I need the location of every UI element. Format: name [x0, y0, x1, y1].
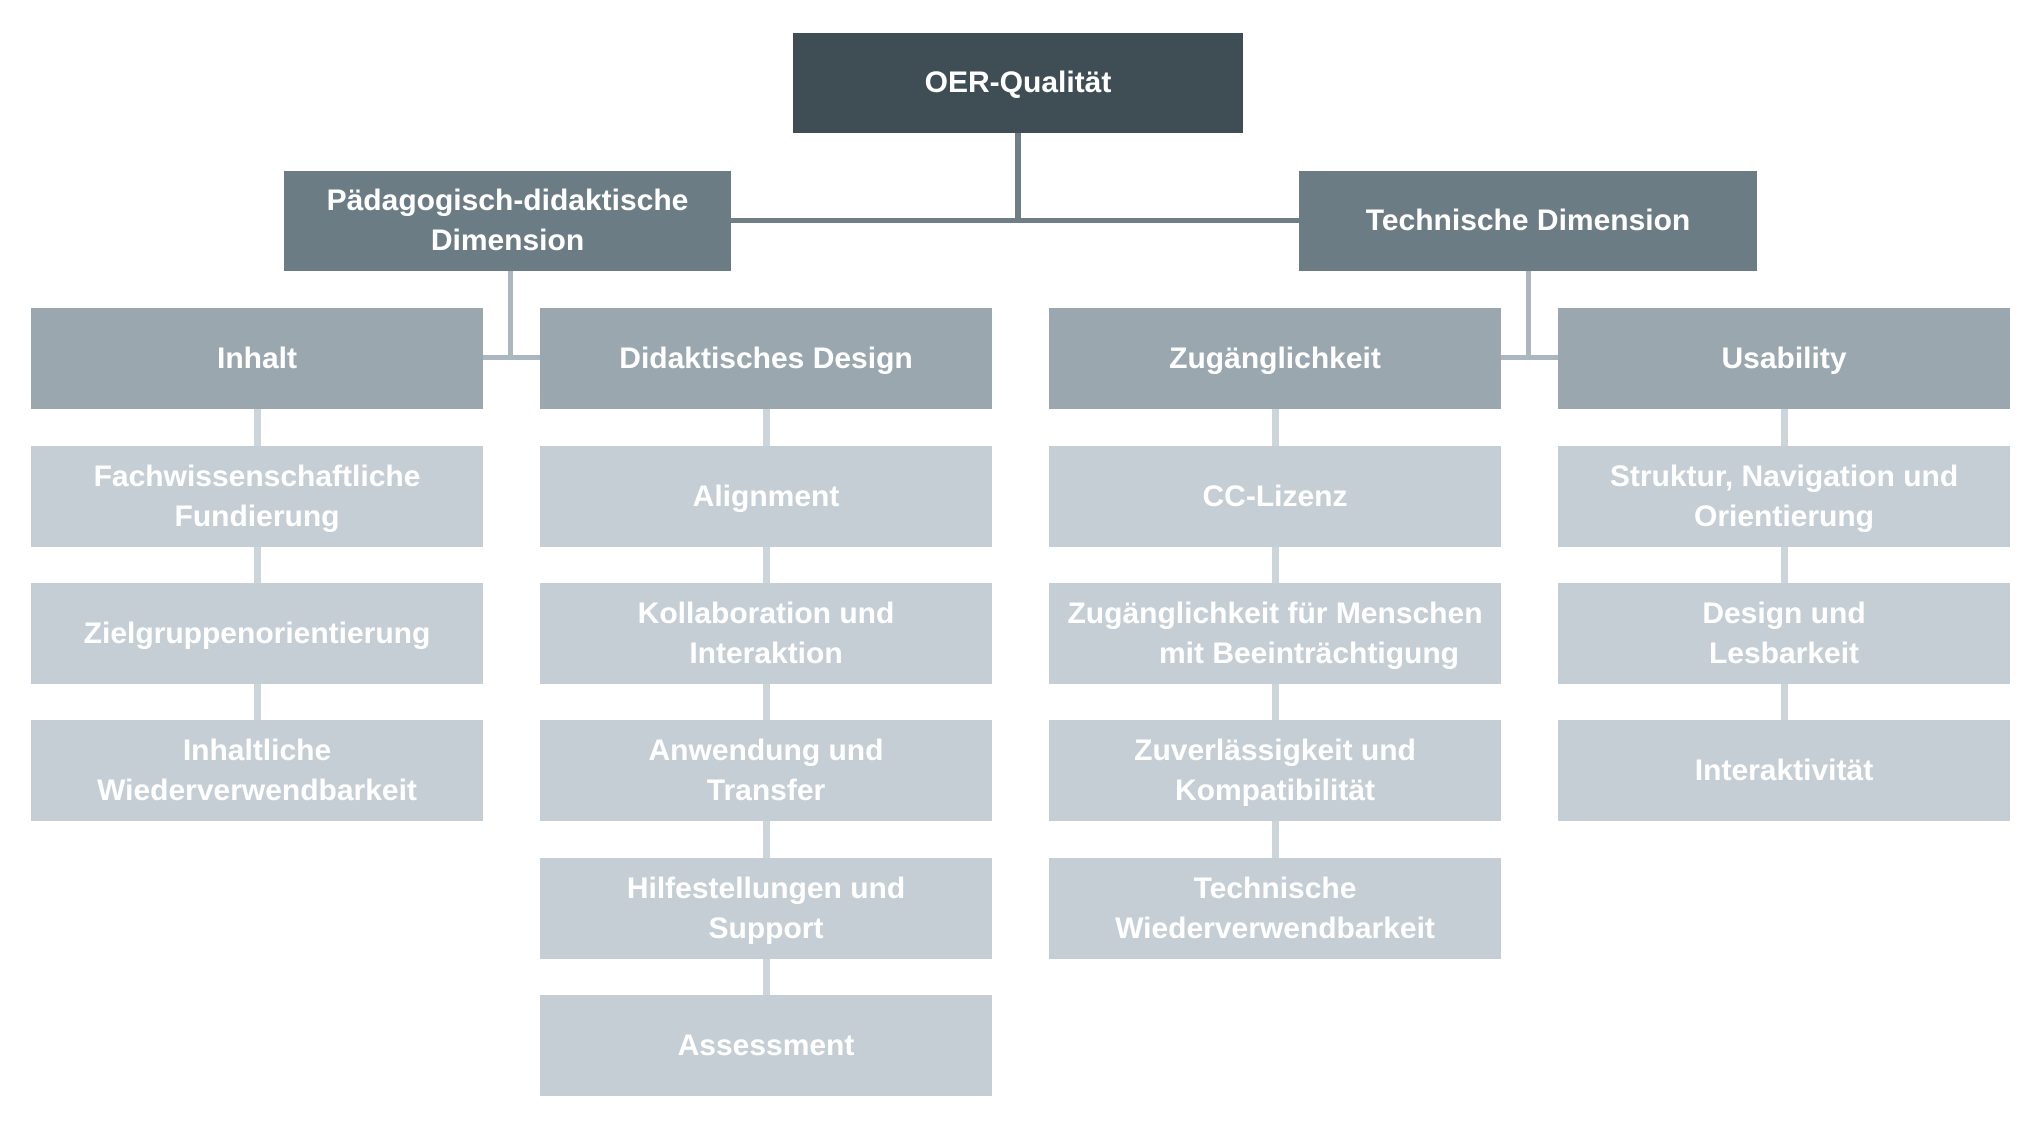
- leaf-label-line: Lesbarkeit: [1708, 636, 1860, 670]
- connector-col4-stub: [1781, 684, 1788, 720]
- dimension-label-line: Pädagogisch-didaktische: [326, 184, 689, 217]
- leaf-label-line: Assessment: [677, 1028, 855, 1062]
- leaf-label-line: Zielgruppenorientierung: [83, 616, 431, 650]
- connector-col1-stub: [254, 409, 261, 446]
- leaf-label-line: Interaktivität: [1694, 753, 1874, 787]
- leaf-node-alignment: Alignment: [540, 446, 992, 547]
- leaf-node-hilfestellungen-und-support: Hilfestellungen und Support: [540, 858, 992, 959]
- leaf-label-line: Interaktion: [689, 636, 843, 670]
- connector-col2-stub: [763, 409, 770, 446]
- dimension-label-line: Dimension: [430, 224, 585, 257]
- leaf-label-line: Fachwissenschaftliche: [93, 459, 421, 493]
- leaf-label-line: Hilfestellungen und: [626, 871, 906, 905]
- connector-root-vertical: [1015, 133, 1021, 222]
- leaf-node-zugaenglichkeit-fuer-menschen: Zugänglichkeit für Menschen mit Beeinträ…: [1049, 583, 1501, 684]
- leaf-label-line: mit Beeinträchtigung: [1158, 636, 1459, 670]
- leaf-node-anwendung-und-transfer: Anwendung und Transfer: [540, 720, 992, 821]
- connector-paed-headers-horizontal: [483, 355, 540, 360]
- root-node-label: OER-Qualität: [924, 66, 1112, 99]
- connector-col3-stub: [1272, 821, 1279, 858]
- category-node-usability: Usability: [1558, 308, 2010, 409]
- leaf-label-line: Orientierung: [1693, 499, 1874, 533]
- dimension-label-line: Technische Dimension: [1365, 204, 1691, 237]
- leaf-label-line: Inhaltliche: [182, 733, 332, 767]
- leaf-label-line: Fundierung: [174, 499, 340, 533]
- leaf-label-line: Wiederverwendbarkeit: [1115, 911, 1435, 945]
- connector-tech-headers-horizontal: [1501, 355, 1558, 360]
- leaf-node-kollaboration-und-interaktion: Kollaboration und Interaktion: [540, 583, 992, 684]
- category-node-inhalt: Inhalt: [31, 308, 483, 409]
- leaf-label-line: Technische: [1193, 871, 1357, 905]
- leaf-node-assessment: Assessment: [540, 995, 992, 1096]
- leaf-label-line: Design und: [1702, 596, 1866, 630]
- connector-col2-stub: [763, 821, 770, 858]
- leaf-label-line: Zuverlässigkeit und: [1134, 733, 1416, 767]
- category-label: Usability: [1721, 341, 1847, 375]
- connector-tech-vertical: [1526, 271, 1531, 357]
- category-label: Zugänglichkeit: [1169, 341, 1381, 375]
- connector-col3-stub: [1272, 409, 1279, 446]
- leaf-label-line: Struktur, Navigation und: [1609, 459, 1959, 493]
- connector-col1-stub: [254, 547, 261, 583]
- leaf-label-line: Transfer: [706, 773, 826, 807]
- leaf-node-interaktivitaet: Interaktivität: [1558, 720, 2010, 821]
- category-label: Didaktisches Design: [619, 341, 913, 375]
- category-node-didaktisches-design: Didaktisches Design: [540, 308, 992, 409]
- leaf-label-line: Anwendung und: [648, 733, 884, 767]
- connector-col4-stub: [1781, 547, 1788, 583]
- connector-col2-stub: [763, 684, 770, 720]
- connector-col3-stub: [1272, 547, 1279, 583]
- leaf-node-zielgruppenorientierung: Zielgruppenorientierung: [31, 583, 483, 684]
- leaf-label-line: Zugänglichkeit für Menschen: [1067, 596, 1483, 630]
- root-node-oer-qualitaet: OER-Qualität: [793, 33, 1243, 133]
- connector-paed-vertical: [508, 271, 513, 357]
- connector-col2-stub: [763, 547, 770, 583]
- leaf-label-line: Kollaboration und: [637, 596, 895, 630]
- dimension-node-paedagogisch-didaktisch: Pädagogisch-didaktische Dimension: [284, 171, 731, 271]
- leaf-label-line: Kompatibilität: [1175, 773, 1375, 807]
- leaf-label-line: CC-Lizenz: [1202, 479, 1348, 513]
- connector-col3-stub: [1272, 684, 1279, 720]
- connector-col2-stub: [763, 958, 770, 995]
- leaf-label-line: Wiederverwendbarkeit: [97, 773, 417, 807]
- leaf-label-line: Support: [708, 911, 824, 945]
- connector-col4-stub: [1781, 409, 1788, 446]
- category-node-zugaenglichkeit: Zugänglichkeit: [1049, 308, 1501, 409]
- leaf-node-cc-lizenz: CC-Lizenz: [1049, 446, 1501, 547]
- leaf-node-zuverlaessigkeit-und-kompatibilitaet: Zuverlässigkeit und Kompatibilität: [1049, 720, 1501, 821]
- leaf-node-design-und-lesbarkeit: Design und Lesbarkeit: [1558, 583, 2010, 684]
- leaf-label-line: Alignment: [692, 479, 840, 513]
- connector-col1-stub: [254, 684, 261, 720]
- leaf-node-struktur-navigation-orientierung: Struktur, Navigation und Orientierung: [1558, 446, 2010, 547]
- category-label: Inhalt: [217, 341, 297, 375]
- leaf-node-inhaltliche-wiederverwendbarkeit: Inhaltliche Wiederverwendbarkeit: [31, 720, 483, 821]
- connector-dimensions-horizontal: [731, 218, 1299, 223]
- leaf-node-technische-wiederverwendbarkeit: Technische Wiederverwendbarkeit: [1049, 858, 1501, 959]
- leaf-node-fachwissenschaftliche-fundierung: Fachwissenschaftliche Fundierung: [31, 446, 483, 547]
- dimension-node-technisch: Technische Dimension: [1299, 171, 1757, 271]
